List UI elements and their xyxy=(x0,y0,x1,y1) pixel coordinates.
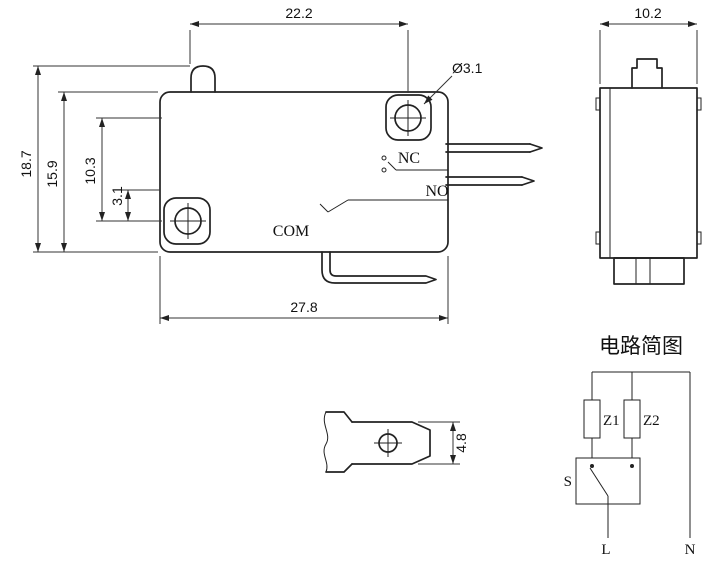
no-label: NO xyxy=(425,183,448,200)
dim-overall-height: 18.7 xyxy=(18,65,190,253)
com-label: COM xyxy=(273,223,309,240)
mounting-hole-bottom xyxy=(163,197,211,245)
internal-mechanism xyxy=(319,155,448,213)
s-label: S xyxy=(564,474,572,490)
switch-s-symbol xyxy=(575,457,641,505)
side-view: 10.2 xyxy=(595,5,702,285)
dim-blade-width: 4.8 xyxy=(418,421,469,465)
dim-blade-width-text: 4.8 xyxy=(453,433,469,453)
dim-hole-offset-text: 3.1 xyxy=(109,186,125,206)
dim-hole-spacing: 10.3 xyxy=(82,117,162,222)
n-label: N xyxy=(685,542,696,558)
break-line xyxy=(323,411,329,473)
element-z1-box xyxy=(583,399,601,439)
z1-label: Z1 xyxy=(603,413,620,429)
terminal-hole xyxy=(374,429,402,457)
side-plunger xyxy=(631,58,663,89)
hole-diameter-callout: Ø3.1 xyxy=(423,60,483,105)
circuit-title: 电路简图 xyxy=(599,334,683,358)
dim-overall-height-text: 18.7 xyxy=(18,150,34,177)
dim-top-width-text: 22.2 xyxy=(285,5,312,21)
dim-body-height-text: 15.9 xyxy=(44,160,60,187)
terminal-detail-view: 4.8 xyxy=(323,411,469,473)
dim-hole-spacing-text: 10.3 xyxy=(82,157,98,184)
l-label: L xyxy=(601,542,610,558)
dim-body-height: 15.9 xyxy=(44,91,158,252)
dim-hole-offset: 3.1 xyxy=(109,186,160,221)
nc-label: NC xyxy=(398,150,420,167)
plunger-button xyxy=(190,65,216,93)
nc-terminal-blade xyxy=(445,143,543,153)
side-mounting-ears xyxy=(595,97,702,245)
dim-side-width: 10.2 xyxy=(599,5,698,84)
circuit-wires xyxy=(591,371,691,538)
switch-body-outline xyxy=(159,91,449,253)
side-body-outline xyxy=(599,87,698,259)
element-z2-box xyxy=(623,399,641,439)
terminal-blade-outline xyxy=(323,411,431,473)
com-terminal-hook xyxy=(321,251,437,284)
front-view: NC NO COM 22.2 18.7 15.9 xyxy=(18,5,543,324)
hole-diameter-text: Ø3.1 xyxy=(452,60,483,76)
z2-label: Z2 xyxy=(643,413,660,429)
dim-bottom-width: 27.8 xyxy=(159,256,449,324)
circuit-diagram: 电路简图 Z1 Z2 S L N xyxy=(564,334,696,558)
no-terminal-blade xyxy=(445,176,535,186)
dim-top-width: 22.2 xyxy=(189,5,409,93)
dim-bottom-width-text: 27.8 xyxy=(290,299,317,315)
mounting-hole-top xyxy=(385,94,432,141)
dim-side-width-text: 10.2 xyxy=(634,5,661,21)
side-terminal-block xyxy=(613,257,685,285)
